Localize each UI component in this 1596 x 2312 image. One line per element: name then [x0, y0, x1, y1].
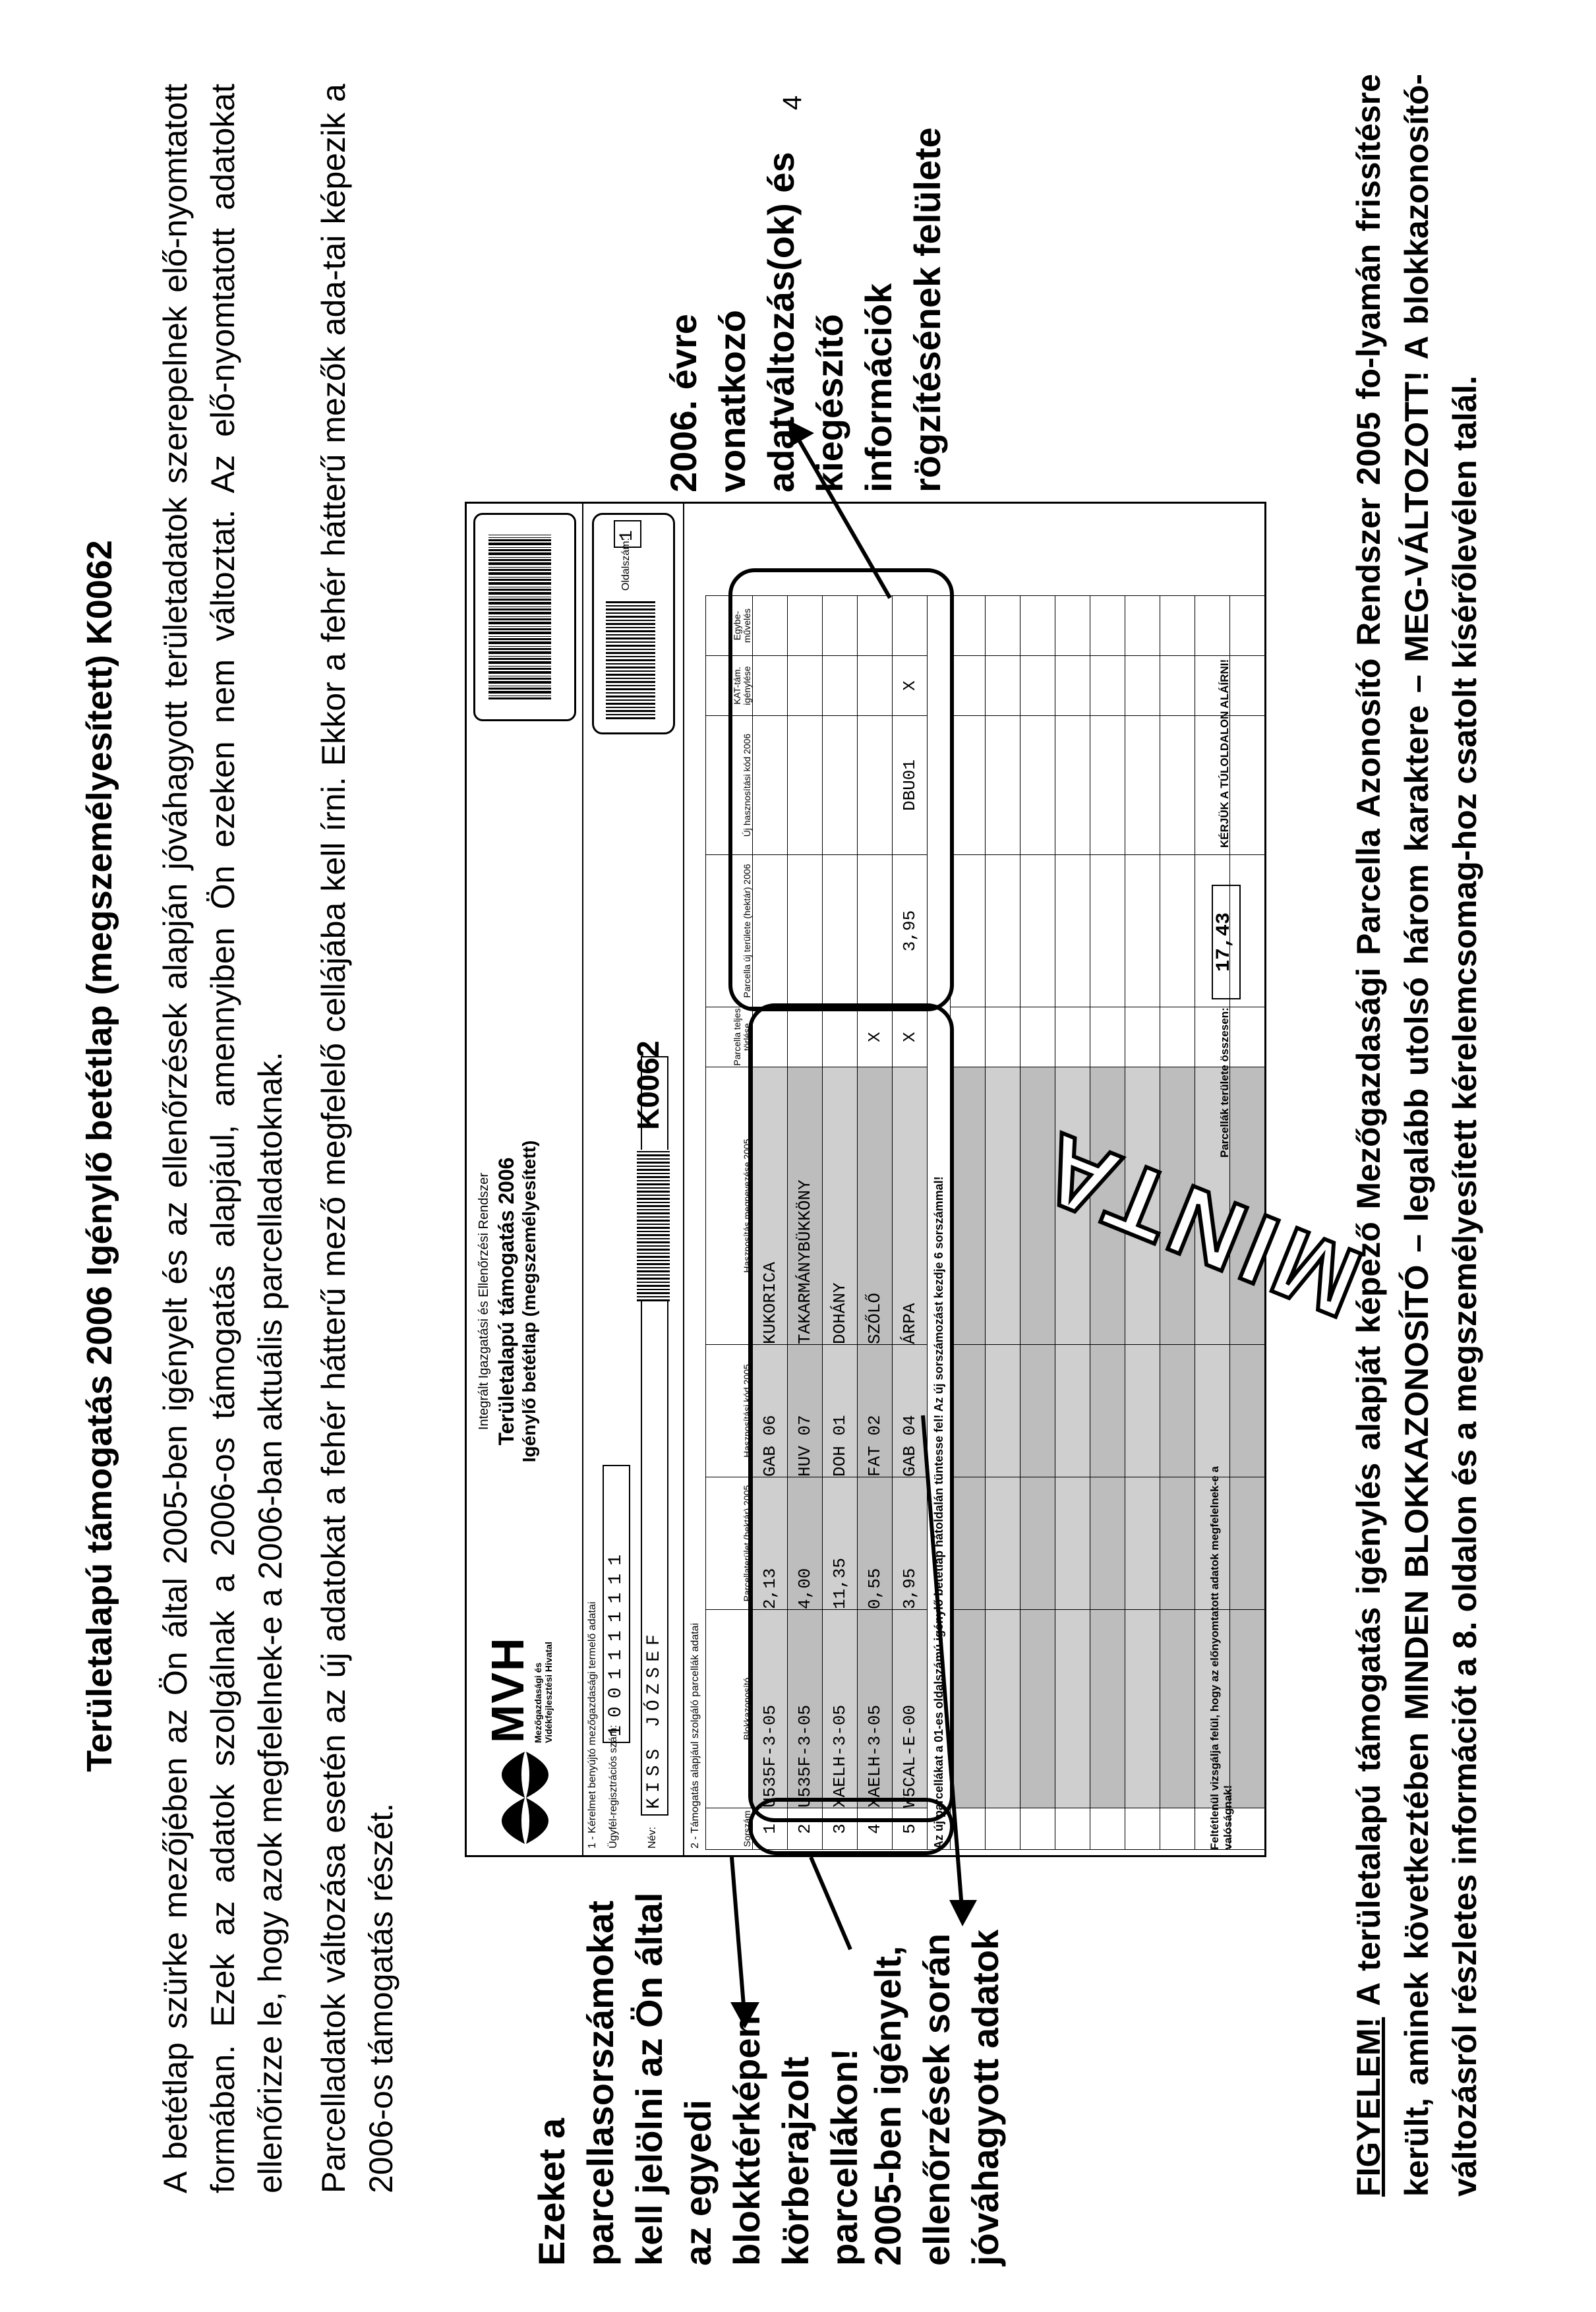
- mvh-logo-icon: [502, 1752, 548, 1844]
- arrow-head-icon: [788, 420, 814, 446]
- warning-label: FIGYELEM!: [1350, 2017, 1387, 2197]
- arrow-head-icon: [730, 2002, 759, 2029]
- form-sheet: MVH Mezőgazdasági és Vidékfejlesztési Hi…: [465, 502, 1377, 1857]
- arrow-head-icon: [949, 1900, 977, 1926]
- form-header: MVH Mezőgazdasági és Vidékfejlesztési Hi…: [467, 504, 583, 1855]
- warning-text: A területalapú támogatás igénylés alapjá…: [1350, 74, 1483, 2197]
- warning-paragraph: FIGYELEM! A területalapú támogatás igény…: [1345, 74, 1489, 2197]
